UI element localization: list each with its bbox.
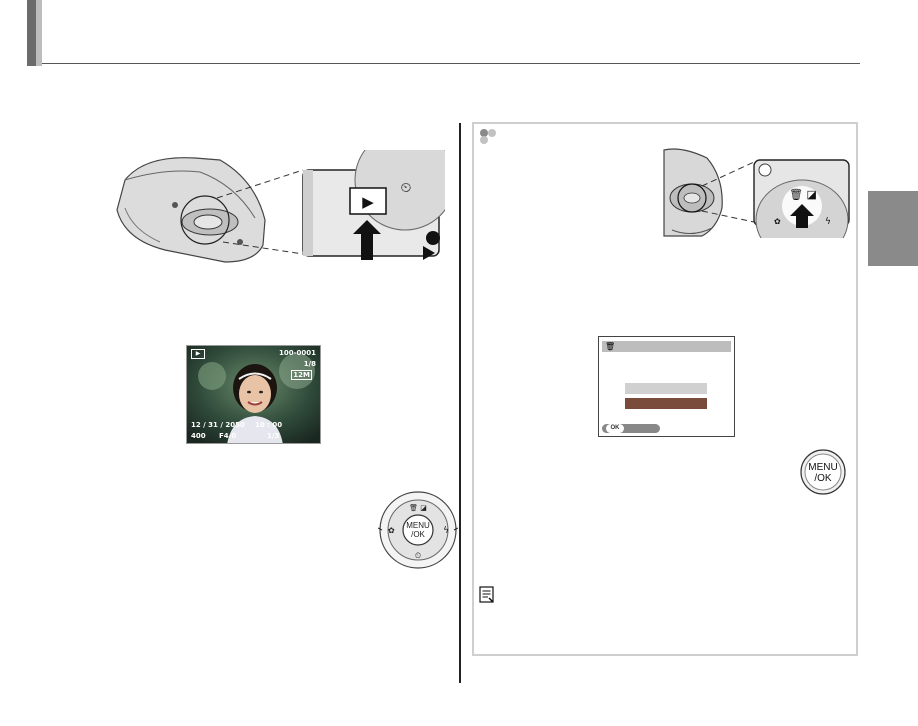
svg-text:ϟ: ϟ	[825, 217, 831, 227]
dpad-down-timer-icon: ⏲	[415, 551, 421, 560]
dpad-right-flash-icon: ϟ	[443, 526, 449, 536]
menu-button-line1: MENU	[808, 462, 837, 473]
playback-icon: ▶	[362, 193, 374, 211]
header-rule	[42, 63, 860, 64]
self-timer-icon: ⏲	[401, 180, 412, 196]
chapter-side-tab	[868, 191, 918, 266]
dialog-option-2-selected[interactable]	[625, 398, 707, 409]
camera-body	[116, 157, 266, 263]
dpad-up-trash-icon: 🗑 ◪	[409, 503, 427, 512]
dpad-center-button	[402, 514, 434, 546]
dialog-ok-hint: OK	[602, 424, 660, 433]
camera-delete-illustration: 🗑 ◪ ✿ ϟ	[663, 148, 850, 238]
dpad-center-line2: /OK	[411, 530, 425, 539]
svg-text:✿: ✿	[774, 217, 781, 226]
closeup-panel-2: 🗑 ◪ ✿ ϟ	[753, 159, 850, 238]
press-arrow-icon	[353, 220, 381, 260]
header-accent-bar	[27, 0, 36, 66]
zoom-highlight-circle	[180, 195, 230, 245]
dialog-trash-icon: 🗑	[605, 342, 616, 351]
lcd-exposure: 1/3	[267, 432, 280, 440]
closeup-panel: ⏲ ▶	[302, 150, 445, 260]
dpad-center-line1: MENU	[406, 521, 430, 530]
lcd-count: 1/8	[303, 360, 316, 368]
dpad-illustration: MENU /OK 🗑 ◪ ⏲ ✿ ϟ	[378, 491, 458, 569]
menu-button-line2: /OK	[814, 473, 832, 484]
lcd-iso: 400	[191, 432, 206, 440]
memo-icon	[479, 586, 494, 603]
delete-dialog: 🗑 OK	[598, 336, 735, 437]
dialog-option-1[interactable]	[625, 383, 707, 394]
hint-box	[472, 122, 858, 656]
trash-icon: 🗑 ◪	[789, 188, 817, 201]
lcd-size-badge: 12M	[291, 370, 312, 380]
camera-playback-illustration: ⏲ ▶	[116, 150, 445, 263]
lcd-aperture: F4.0	[219, 432, 237, 440]
lcd-date: 12 / 31 / 2050	[191, 421, 245, 429]
zoom-highlight-circle-2	[677, 183, 707, 213]
column-divider	[459, 123, 461, 683]
lcd-time: 10 : 00	[255, 421, 283, 429]
dialog-ok-label: OK	[606, 424, 624, 433]
menu-ok-button-illustration: MENU /OK	[800, 449, 846, 495]
lcd-frame-number: 100-0001	[279, 349, 316, 357]
hint-dots-icon	[480, 129, 496, 144]
press-arrow-icon-2	[790, 204, 814, 228]
portrait-photo	[187, 346, 320, 443]
dpad-left-macro-icon: ✿	[388, 526, 395, 535]
playback-button	[349, 187, 387, 215]
lcd-playback-screen: ▶ 100-0001 1/8 12M 12 / 31 / 2050 10 : 0…	[186, 345, 321, 444]
header-accent-bar-light	[36, 0, 42, 66]
dialog-title-bar: 🗑	[602, 341, 731, 352]
lcd-playback-indicator: ▶	[191, 349, 205, 359]
